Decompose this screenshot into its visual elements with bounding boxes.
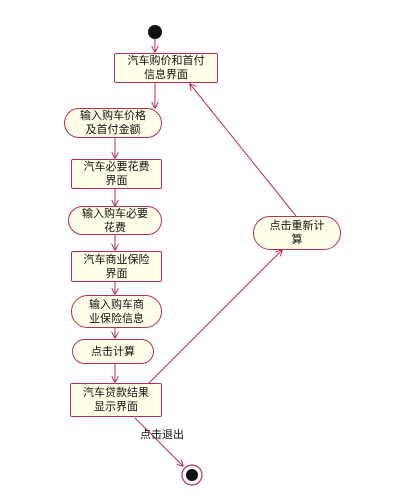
end-node (181, 464, 203, 486)
input-required-cost-action: 输入购车必要 花费 (68, 206, 162, 235)
exit-edge-label: 点击退出 (140, 428, 184, 441)
commercial-insurance-screen: 汽车商业保险 界面 (71, 251, 162, 282)
loan-result-screen: 汽车贷款结果 显示界面 (70, 383, 162, 417)
car-price-downpayment-screen: 汽车购价和首付 信息界面 (114, 53, 218, 83)
edge-n9-to-n1 (190, 84, 297, 217)
input-price-downpayment-action: 输入购车价格 及首付金额 (64, 108, 162, 138)
edge-n8-to-end (134, 417, 183, 466)
input-insurance-info-action: 输入购车商 业保险信息 (71, 295, 162, 328)
click-recalculate-action: 点击重新计 算 (253, 216, 341, 250)
end-node-core (186, 469, 198, 481)
edge-n8-to-n9 (147, 250, 282, 385)
click-calculate-action: 点击计算 (72, 339, 154, 364)
required-cost-screen: 汽车必要花费 界面 (71, 159, 162, 189)
start-node (148, 25, 162, 39)
